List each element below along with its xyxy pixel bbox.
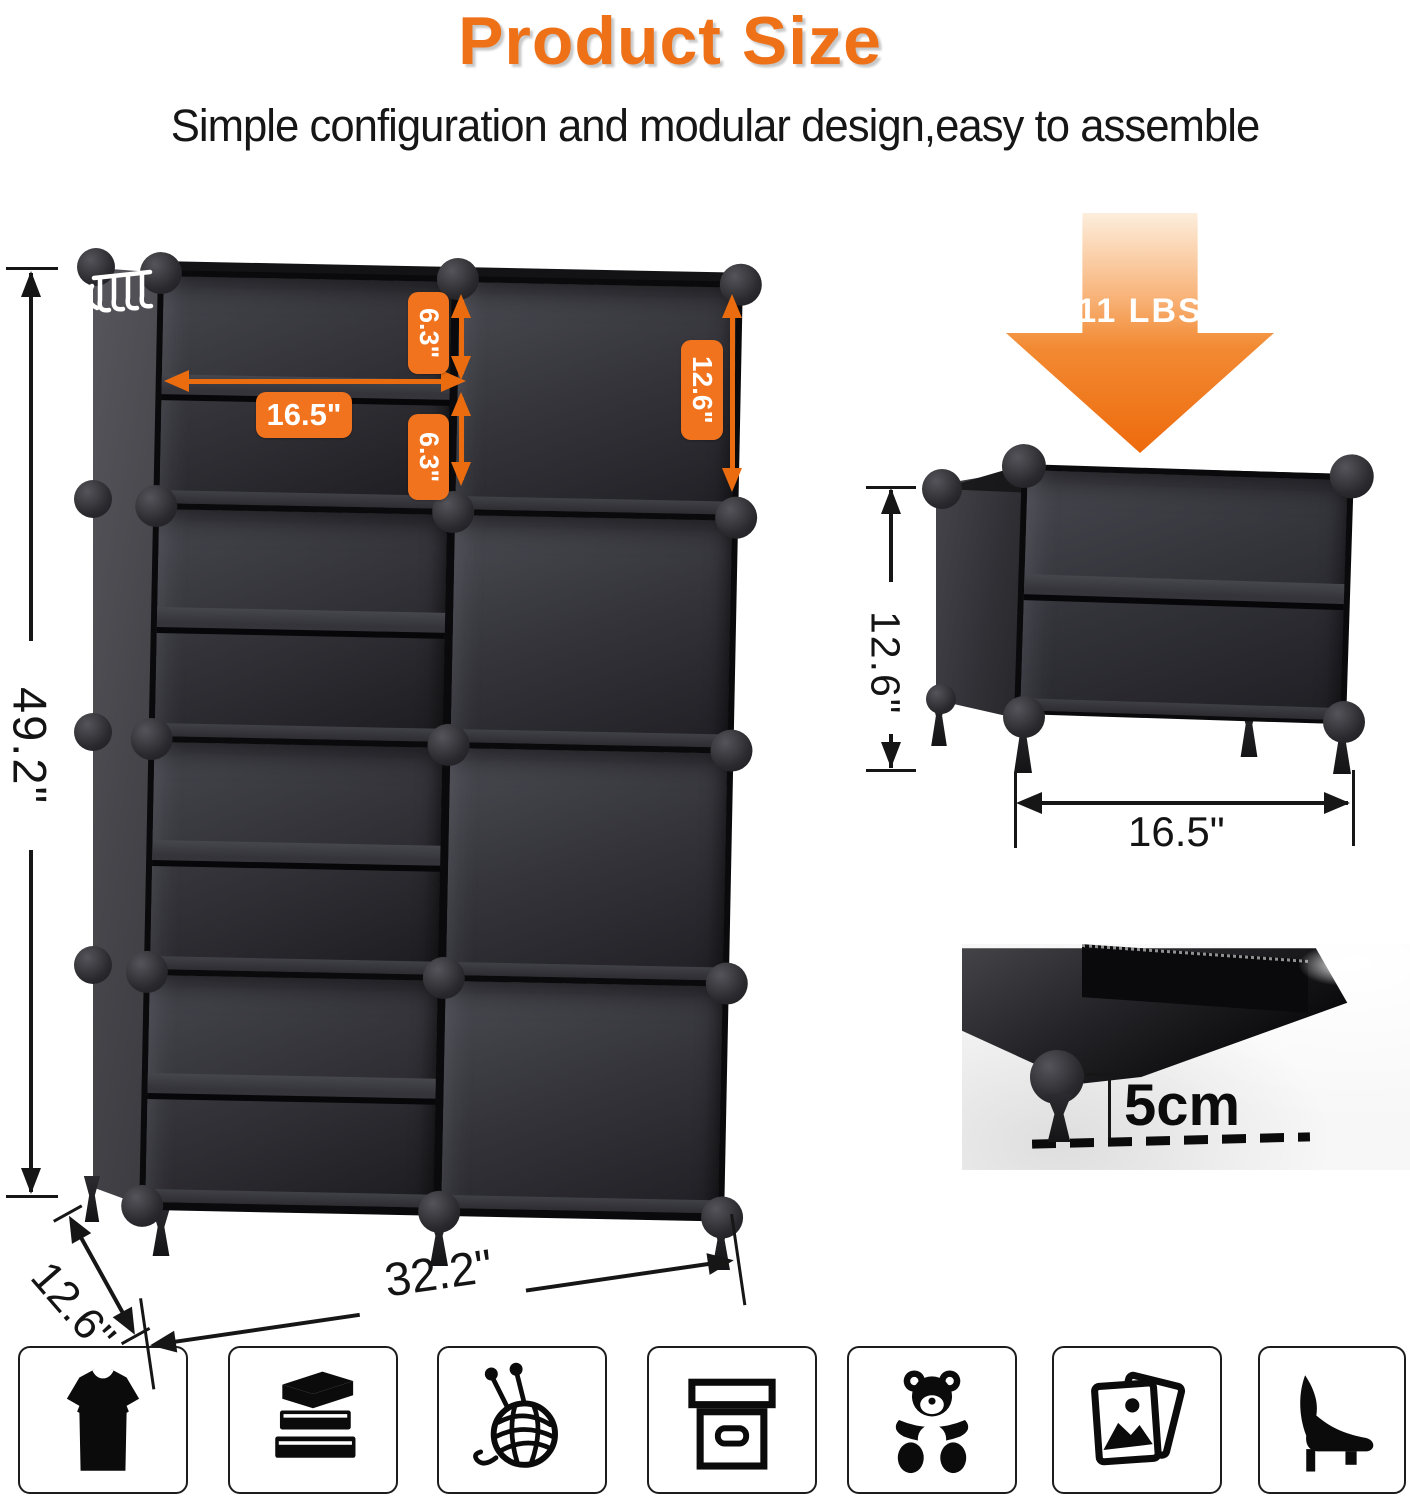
arrowhead-down [451, 356, 471, 380]
connector-ball [1003, 696, 1045, 738]
dim-tick [1014, 772, 1017, 848]
dim-cube-height-side: 12.6" [862, 610, 909, 716]
arrowhead-down [722, 468, 742, 492]
cube-cubby [1020, 470, 1348, 721]
arrowhead-right [1324, 792, 1350, 814]
dim-tick [1086, 1073, 1126, 1076]
yarn-icon [473, 1362, 558, 1468]
dim-line [173, 1312, 361, 1344]
icon-box-books [228, 1346, 398, 1494]
icon-box-clothes [18, 1346, 188, 1494]
light-glow [1298, 944, 1388, 986]
dim-tick [6, 267, 58, 270]
page-title: Product Size [458, 3, 882, 79]
arrowhead-up [722, 294, 742, 318]
shelf-foot [83, 1176, 101, 1222]
dim-tick [6, 1195, 58, 1198]
arrowhead-up [21, 271, 41, 297]
load-label: 11 LBS [1077, 292, 1203, 330]
connector-ball [714, 496, 758, 540]
icon-box-yarn [437, 1346, 607, 1494]
arrowhead-up [881, 488, 901, 514]
books-icon [275, 1371, 356, 1458]
dim-tick [866, 486, 916, 489]
dim-line [176, 379, 444, 384]
high-heel-icon [1300, 1375, 1374, 1472]
dim-line [730, 302, 735, 484]
icon-box-shoes [1258, 1346, 1406, 1494]
dim-width-group: 32.2" [139, 1213, 747, 1390]
shelf-cubby [445, 747, 728, 981]
page-subtitle: Simple configuration and modular design,… [170, 100, 1260, 151]
half-shelf [152, 840, 441, 872]
teddy-bear-icon [895, 1370, 969, 1474]
dim-tick [1352, 770, 1355, 846]
arrowhead-down [881, 742, 901, 768]
dim-total-width: 32.2" [381, 1238, 496, 1307]
dim-cube-height: 12.6" [681, 340, 723, 440]
connector-ball [926, 684, 956, 714]
hook-rack-icon [86, 269, 154, 313]
connector-ball [74, 480, 112, 518]
dim-line [889, 490, 893, 582]
dim-line [459, 398, 464, 480]
connector-ball [700, 1196, 744, 1239]
half-shelf [1023, 574, 1345, 611]
tshirt-icon [60, 1368, 146, 1471]
load-arrow-icon [1006, 213, 1274, 453]
half-shelf [147, 1072, 436, 1105]
dim-line [1022, 801, 1348, 805]
dim-line [525, 1261, 711, 1293]
connector-ball [1323, 701, 1365, 743]
arrowhead-up [451, 392, 471, 416]
connector-ball [705, 962, 749, 1005]
dim-tick [866, 769, 916, 772]
dim-half-bottom: 6.3" [408, 414, 449, 500]
half-shelf [156, 607, 446, 639]
connector-ball [1329, 453, 1375, 500]
clearance-label: 5cm [1124, 1073, 1241, 1138]
dim-total-height: 49.2" [3, 686, 57, 806]
dim-cube-width: 16.5" [1128, 808, 1225, 855]
icon-box-toys [847, 1346, 1017, 1494]
arrowhead-right [706, 1249, 736, 1275]
shelf-cubby [145, 974, 438, 1208]
icon-box-storage [647, 1346, 817, 1494]
arrowhead-left [164, 370, 189, 392]
icon-box-photos [1052, 1346, 1222, 1494]
connector-ball [922, 469, 962, 509]
storage-box-icon [688, 1378, 776, 1470]
connector-ball [710, 729, 753, 773]
dim-line [459, 300, 464, 374]
shelf-front [120, 251, 763, 1239]
shelf-cubby [441, 980, 723, 1214]
cube-side-panel [936, 470, 1024, 720]
arrowhead-up [451, 294, 471, 318]
shelf-cubby [450, 515, 733, 748]
connector-ball [74, 946, 112, 984]
arrowhead-left [1016, 792, 1042, 814]
arrowhead-down [451, 462, 471, 486]
shelf-cubby [149, 742, 443, 975]
connector-ball [417, 1190, 461, 1234]
dim-line [29, 850, 33, 1192]
dim-half-top: 6.3" [408, 292, 449, 374]
photos-icon [1091, 1371, 1186, 1466]
dim-line [1108, 1076, 1111, 1138]
shelf-cubby [154, 509, 448, 742]
dim-line [29, 273, 33, 641]
arrowhead-down [21, 1168, 41, 1194]
cube-front [1001, 443, 1375, 725]
foot-detail-photo: 5cm [962, 944, 1410, 1170]
connector-ball [74, 713, 112, 751]
dim-inner-width: 16.5" [256, 392, 352, 438]
